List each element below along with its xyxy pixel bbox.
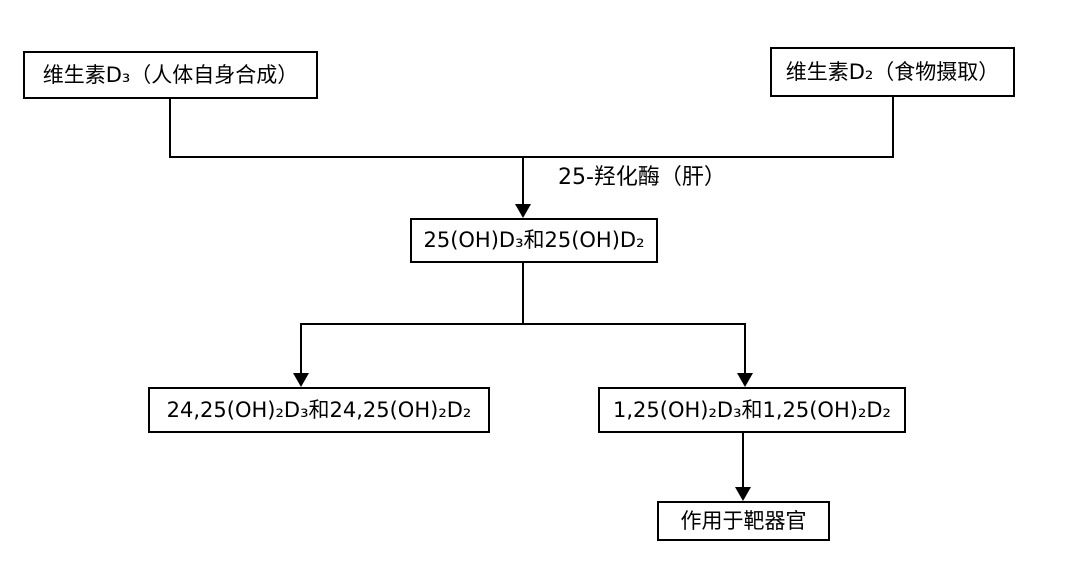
node-vitamin-d2: 维生素D₂（食物摄取） <box>770 47 1015 97</box>
connector-merge-down <box>522 156 524 206</box>
connector-branch-right <box>744 323 746 374</box>
connector-branch-left <box>300 323 302 374</box>
down-arrowhead-2425-icon <box>293 373 309 387</box>
connector-d2-down <box>892 97 894 157</box>
connector-merge-horizontal <box>169 156 894 158</box>
node-25ohd: 25(OH)D₃和25(OH)D₂ <box>410 218 658 263</box>
down-arrowhead-25ohd-icon <box>515 204 531 218</box>
node-target-organ: 作用于靶器官 <box>657 501 830 541</box>
connector-25ohd-down <box>522 263 524 325</box>
down-arrowhead-125-icon <box>737 373 753 387</box>
node-vitamin-d3: 维生素D₃（人体自身合成） <box>23 51 318 99</box>
down-arrowhead-target-icon <box>735 487 751 501</box>
enzyme-edge-label: 25-羟化酶（肝） <box>558 165 726 190</box>
node-2425-oh2d: 24,25(OH)₂D₃和24,25(OH)₂D₂ <box>148 387 490 433</box>
connector-d3-down <box>169 99 171 157</box>
node-125-oh2d: 1,25(OH)₂D₃和1,25(OH)₂D₂ <box>598 387 906 433</box>
connector-split-horizontal <box>301 323 746 325</box>
connector-125-down <box>742 433 744 488</box>
